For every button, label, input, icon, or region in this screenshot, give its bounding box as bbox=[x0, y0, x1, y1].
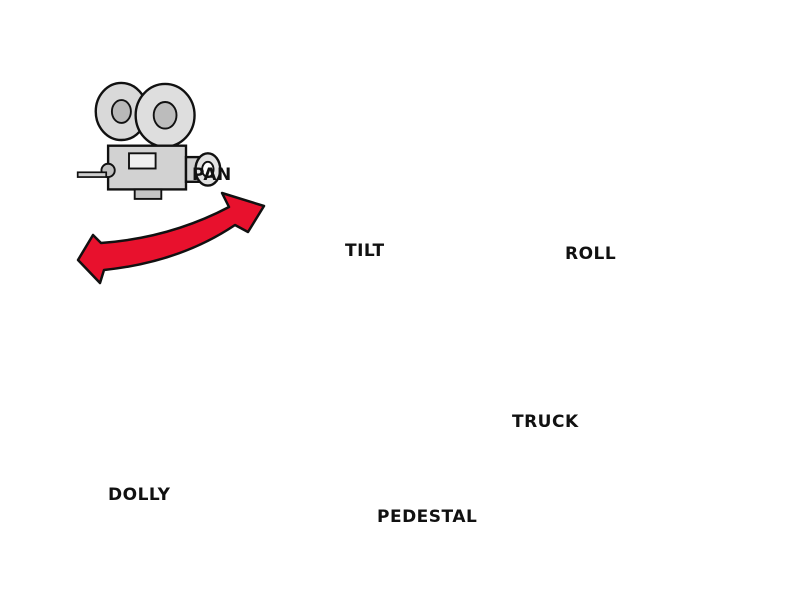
label-truck: TRUCK bbox=[512, 412, 579, 432]
label-roll: ROLL bbox=[565, 244, 617, 264]
pan-arrow-icon bbox=[76, 191, 266, 285]
label-tilt: TILT bbox=[345, 241, 385, 261]
label-pan: PAN bbox=[192, 165, 232, 185]
label-pedestal: PEDESTAL bbox=[377, 507, 478, 527]
label-dolly: DOLLY bbox=[108, 485, 171, 505]
